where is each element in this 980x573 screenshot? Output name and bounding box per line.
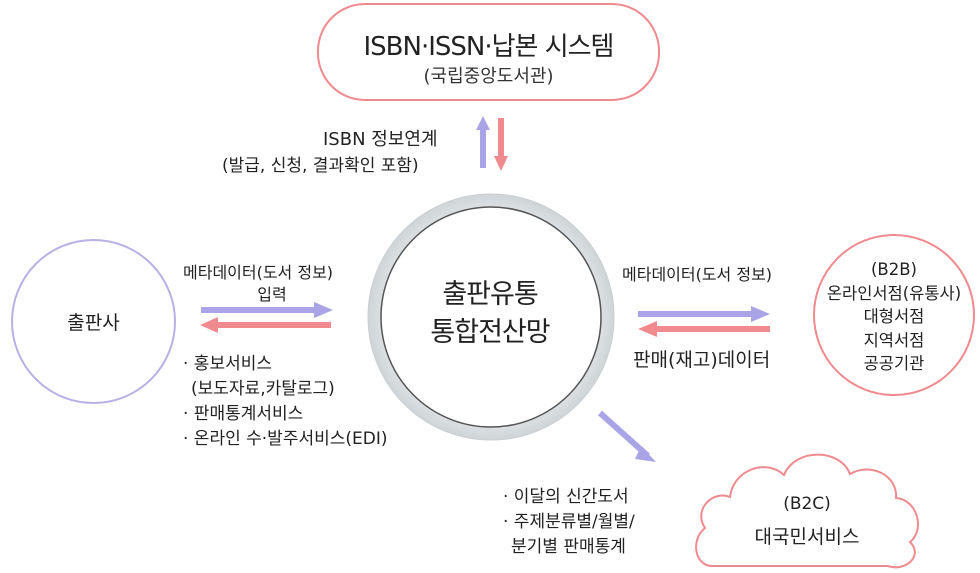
publisher-input-label: 입력: [257, 285, 287, 304]
publisher-circle: [11, 239, 176, 404]
publisher-service-item: · 온라인 수·발주서비스(EDI): [183, 429, 388, 449]
hub-to-b2b-arrow: [638, 306, 770, 322]
b2b-item: 공공기관: [863, 354, 925, 373]
b2b-item: 온라인서점(유통사): [826, 283, 962, 303]
b2c-item: · 주제분류별/월별/: [503, 512, 635, 532]
b2c-cloud: [695, 453, 919, 569]
b2b-tag: (B2B): [870, 260, 917, 279]
b2b-circle: [813, 234, 975, 396]
publisher-metadata-label: 메타데이터(도서 정보): [183, 263, 334, 282]
isbn-up-arrow: [476, 116, 490, 168]
b2b-item: 대형서점: [863, 307, 925, 326]
b2c-item: · 이달의 신간도서: [503, 487, 629, 507]
publisher-label: 출판사: [67, 312, 120, 334]
b2c-tag: (B2C): [783, 494, 831, 514]
top-system-title: ISBN·ISSN·납본 시스템: [363, 32, 615, 62]
top-system-box: [317, 3, 660, 101]
b2c-items-list: · 이달의 신간도서 · 주제분류별/월별/ 분기별 판매통계: [503, 485, 635, 560]
hub-label: 출판유통 통합전산망: [375, 276, 605, 352]
hub-inner-circle: [380, 206, 602, 428]
top-system-subtitle: (국립중앙도서관): [423, 66, 554, 87]
publisher-service-item: (보도자료,카탈로그): [191, 379, 335, 399]
b2b-text: (B2B) 온라인서점(유통사) 대형서점 지역서점 공공기관: [813, 258, 975, 376]
b2c-item: 분기별 판매통계: [511, 537, 626, 557]
hub-label-line1: 출판유통: [442, 279, 538, 310]
b2b-to-hub-arrow: [638, 321, 770, 337]
b2c-label: 대국민서비스: [754, 526, 860, 548]
publisher-service-item: · 판매통계서비스: [183, 404, 304, 424]
b2b-sales-label: 판매(재고)데이터: [633, 349, 771, 371]
isbn-link-detail: (발급, 신청, 결과확인 포함): [222, 156, 419, 176]
hub-label-line2: 통합전산망: [430, 317, 550, 348]
b2b-metadata-label: 메타데이터(도서 정보): [622, 265, 773, 284]
publisher-to-hub-arrow: [201, 302, 333, 318]
publisher-services-list: · 홍보서비스 (보도자료,카탈로그) · 판매통계서비스 · 온라인 수·발주…: [183, 352, 388, 452]
b2b-item: 지역서점: [863, 330, 925, 350]
hub-to-publisher-arrow: [200, 317, 331, 333]
hub-to-b2c-arrow: [597, 410, 656, 462]
publisher-service-item: · 홍보서비스: [183, 354, 273, 374]
isbn-down-arrow: [494, 118, 508, 171]
isbn-link-label: ISBN 정보연계: [323, 129, 438, 150]
